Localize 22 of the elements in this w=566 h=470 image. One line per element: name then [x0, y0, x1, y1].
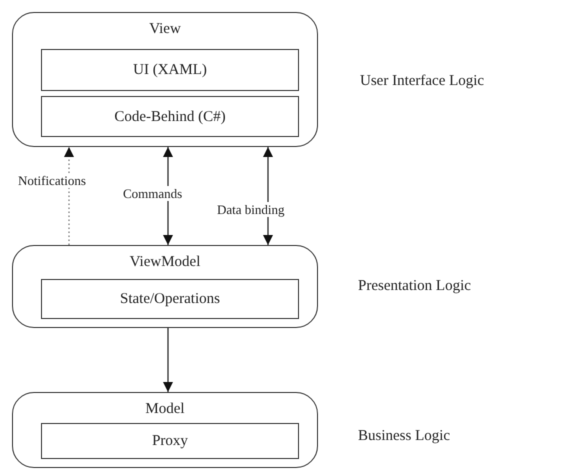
layer-caption: Presentation Logic: [358, 278, 471, 295]
component-box: [41, 423, 299, 459]
edge-label: Data binding: [216, 202, 286, 217]
component-box: [41, 49, 299, 91]
component-label: Proxy: [151, 432, 189, 450]
component-box: [41, 279, 299, 319]
layer-title: ViewModel: [128, 253, 202, 271]
layer-title: Model: [144, 400, 186, 418]
arrow: [64, 147, 74, 245]
edge-label: Commands: [122, 186, 184, 201]
layer-box: [12, 245, 318, 328]
layer-title: View: [148, 20, 182, 38]
layer-box: [12, 12, 318, 147]
component-box: [41, 96, 299, 137]
edge-label: Notifications: [17, 173, 87, 188]
component-label: State/Operations: [119, 290, 221, 308]
layer-caption: Business Logic: [358, 428, 450, 445]
arrow: [163, 328, 173, 392]
component-label: Code-Behind (C#): [113, 108, 227, 126]
layer-caption: User Interface Logic: [360, 73, 484, 90]
component-label: UI (XAML): [132, 61, 208, 79]
layer-box: [12, 392, 318, 468]
